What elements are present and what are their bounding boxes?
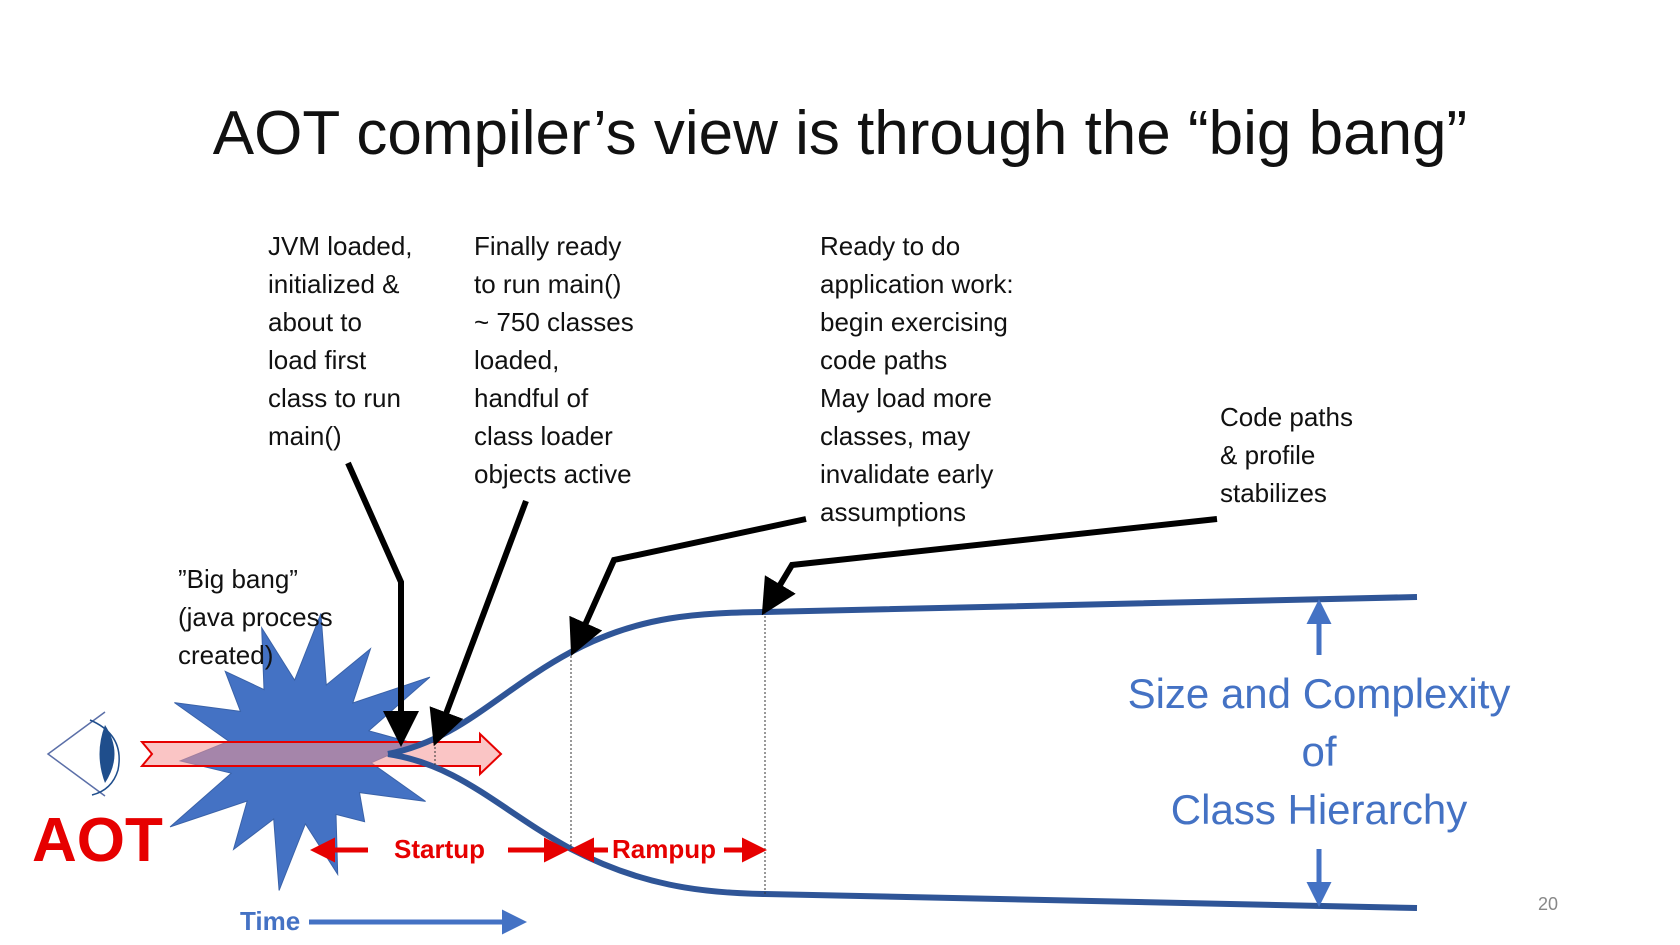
time-label: Time	[240, 906, 301, 936]
note-ready-app-work: Ready to do application work: begin exer…	[820, 227, 1014, 531]
note-line: to run main()	[474, 269, 622, 299]
note-line: ”Big bang”	[178, 564, 298, 594]
note-big-bang: ”Big bang” (java process created)	[178, 560, 333, 674]
slide-title: AOT compiler’s view is through the “big …	[212, 99, 1468, 168]
note-line: & profile	[1220, 440, 1316, 470]
note-line: Ready to do	[820, 231, 961, 261]
note-jvm-loaded: JVM loaded, initialized & about to load …	[268, 227, 413, 455]
note-line: created)	[178, 640, 274, 670]
note-line: (java process	[178, 602, 333, 632]
eye-icon	[46, 711, 120, 797]
note-line: code paths	[820, 345, 948, 375]
note-line: main()	[268, 421, 342, 451]
note-line: stabilizes	[1220, 478, 1327, 508]
note-line: class loader	[474, 421, 613, 451]
startup-label: Startup	[394, 834, 485, 864]
note-stabilizes: Code paths & profile stabilizes	[1220, 398, 1353, 512]
note-line: invalidate early	[820, 459, 994, 489]
size-label-line: Size and Complexity	[1127, 670, 1511, 717]
rampup-label: Rampup	[612, 834, 716, 864]
size-complexity-label: Size and Complexity of Class Hierarchy	[1119, 665, 1519, 839]
note-line: begin exercising	[820, 307, 1008, 337]
note-line: class to run	[268, 383, 401, 413]
note-finally-ready: Finally ready to run main() ~ 750 classe…	[474, 227, 634, 493]
note-line: May load more	[820, 383, 992, 413]
aot-label: AOT	[32, 806, 163, 875]
page-number: 20	[1538, 894, 1559, 914]
note-line: Code paths	[1220, 402, 1353, 432]
callout-arrow-app-work	[569, 516, 807, 656]
note-line: JVM loaded,	[268, 231, 413, 261]
note-line: classes, may	[820, 421, 971, 451]
note-line: Finally ready	[474, 231, 622, 261]
note-line: assumptions	[820, 497, 966, 527]
size-label-line: of	[1301, 728, 1337, 775]
callout-arrow-stabilizes	[761, 516, 1218, 616]
note-line: ~ 750 classes	[474, 307, 634, 337]
note-line: loaded,	[474, 345, 560, 375]
note-line: about to	[268, 307, 362, 337]
callout-arrow-jvm-loaded	[345, 461, 419, 747]
note-line: load first	[268, 345, 367, 375]
note-line: handful of	[474, 383, 589, 413]
size-label-line: Class Hierarchy	[1170, 786, 1468, 833]
note-line: application work:	[820, 269, 1014, 299]
callout-arrow-ready-main	[429, 499, 529, 747]
note-line: initialized &	[268, 269, 400, 299]
note-line: objects active	[474, 459, 632, 489]
